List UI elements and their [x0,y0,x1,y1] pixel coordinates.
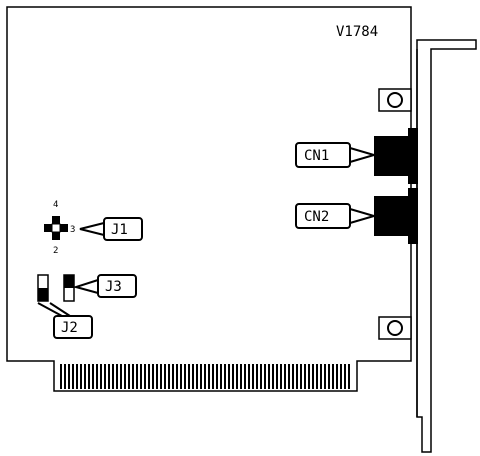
edge-finger [292,364,294,389]
edge-finger [148,364,150,389]
edge-finger [228,364,230,389]
edge-finger [144,364,146,389]
edge-finger [240,364,242,389]
edge-finger [232,364,234,389]
cn1-callout: CN1 [295,142,378,168]
edge-finger [120,364,122,389]
edge-finger [92,364,94,389]
edge-finger [208,364,210,389]
edge-finger [328,364,330,389]
j1-label: J1 [111,222,128,238]
j2-callout: J2 [37,302,93,339]
cn1-label: CN1 [304,148,329,164]
edge-finger [296,364,298,389]
edge-finger [276,364,278,389]
edge-finger [248,364,250,389]
edge-finger [60,364,62,389]
edge-finger [64,364,66,389]
j2-jumper-block [37,274,49,302]
edge-finger [168,364,170,389]
cn1-connector [374,128,418,184]
edge-finger [192,364,194,389]
cn2-label: CN2 [304,209,329,225]
edge-finger [108,364,110,389]
edge-finger [196,364,198,389]
edge-finger [344,364,346,389]
edge-finger [172,364,174,389]
model-number: V1784 [336,24,378,40]
edge-finger [176,364,178,389]
edge-finger [308,364,310,389]
edge-finger [264,364,266,389]
j1-callout: J1 [79,217,143,241]
edge-finger [128,364,130,389]
edge-finger [272,364,274,389]
edge-finger [200,364,202,389]
bracket-screw-bottom [378,316,412,340]
edge-finger [88,364,90,389]
edge-finger [340,364,342,389]
edge-connector [60,364,350,389]
edge-finger [104,364,106,389]
j2-label: J2 [61,320,78,336]
edge-finger [124,364,126,389]
edge-finger [72,364,74,389]
edge-finger [96,364,98,389]
edge-finger [216,364,218,389]
edge-finger [180,364,182,389]
edge-finger [116,364,118,389]
edge-finger [80,364,82,389]
j1-pin-3: 3 [70,225,75,235]
edge-finger [256,364,258,389]
edge-finger [160,364,162,389]
edge-finger [164,364,166,389]
edge-finger [84,364,86,389]
edge-finger [304,364,306,389]
edge-finger [300,364,302,389]
edge-finger [188,364,190,389]
edge-finger [212,364,214,389]
edge-finger [324,364,326,389]
j3-callout: J3 [72,274,137,298]
j1-pin-2: 2 [53,246,58,256]
edge-finger [244,364,246,389]
edge-finger [284,364,286,389]
edge-finger [260,364,262,389]
edge-finger [184,364,186,389]
edge-finger [336,364,338,389]
edge-finger [156,364,158,389]
edge-finger [280,364,282,389]
mounting-bracket [416,39,477,453]
edge-finger [76,364,78,389]
edge-finger [112,364,114,389]
j1-pin-4: 4 [53,200,58,210]
edge-finger [332,364,334,389]
edge-finger [136,364,138,389]
edge-finger [312,364,314,389]
bracket-screw-top [378,88,412,112]
edge-finger [236,364,238,389]
edge-finger [316,364,318,389]
j3-jumper-block [63,274,75,302]
j1-jumper-block [44,216,68,240]
cn2-connector [374,188,418,244]
edge-finger [220,364,222,389]
edge-finger [224,364,226,389]
edge-finger [252,364,254,389]
edge-finger [100,364,102,389]
edge-finger [204,364,206,389]
edge-finger [152,364,154,389]
cn2-callout: CN2 [295,203,378,229]
edge-finger [68,364,70,389]
edge-finger [132,364,134,389]
edge-finger [140,364,142,389]
edge-finger [288,364,290,389]
edge-finger [348,364,350,389]
j3-label: J3 [105,279,122,295]
edge-finger [268,364,270,389]
edge-finger [320,364,322,389]
